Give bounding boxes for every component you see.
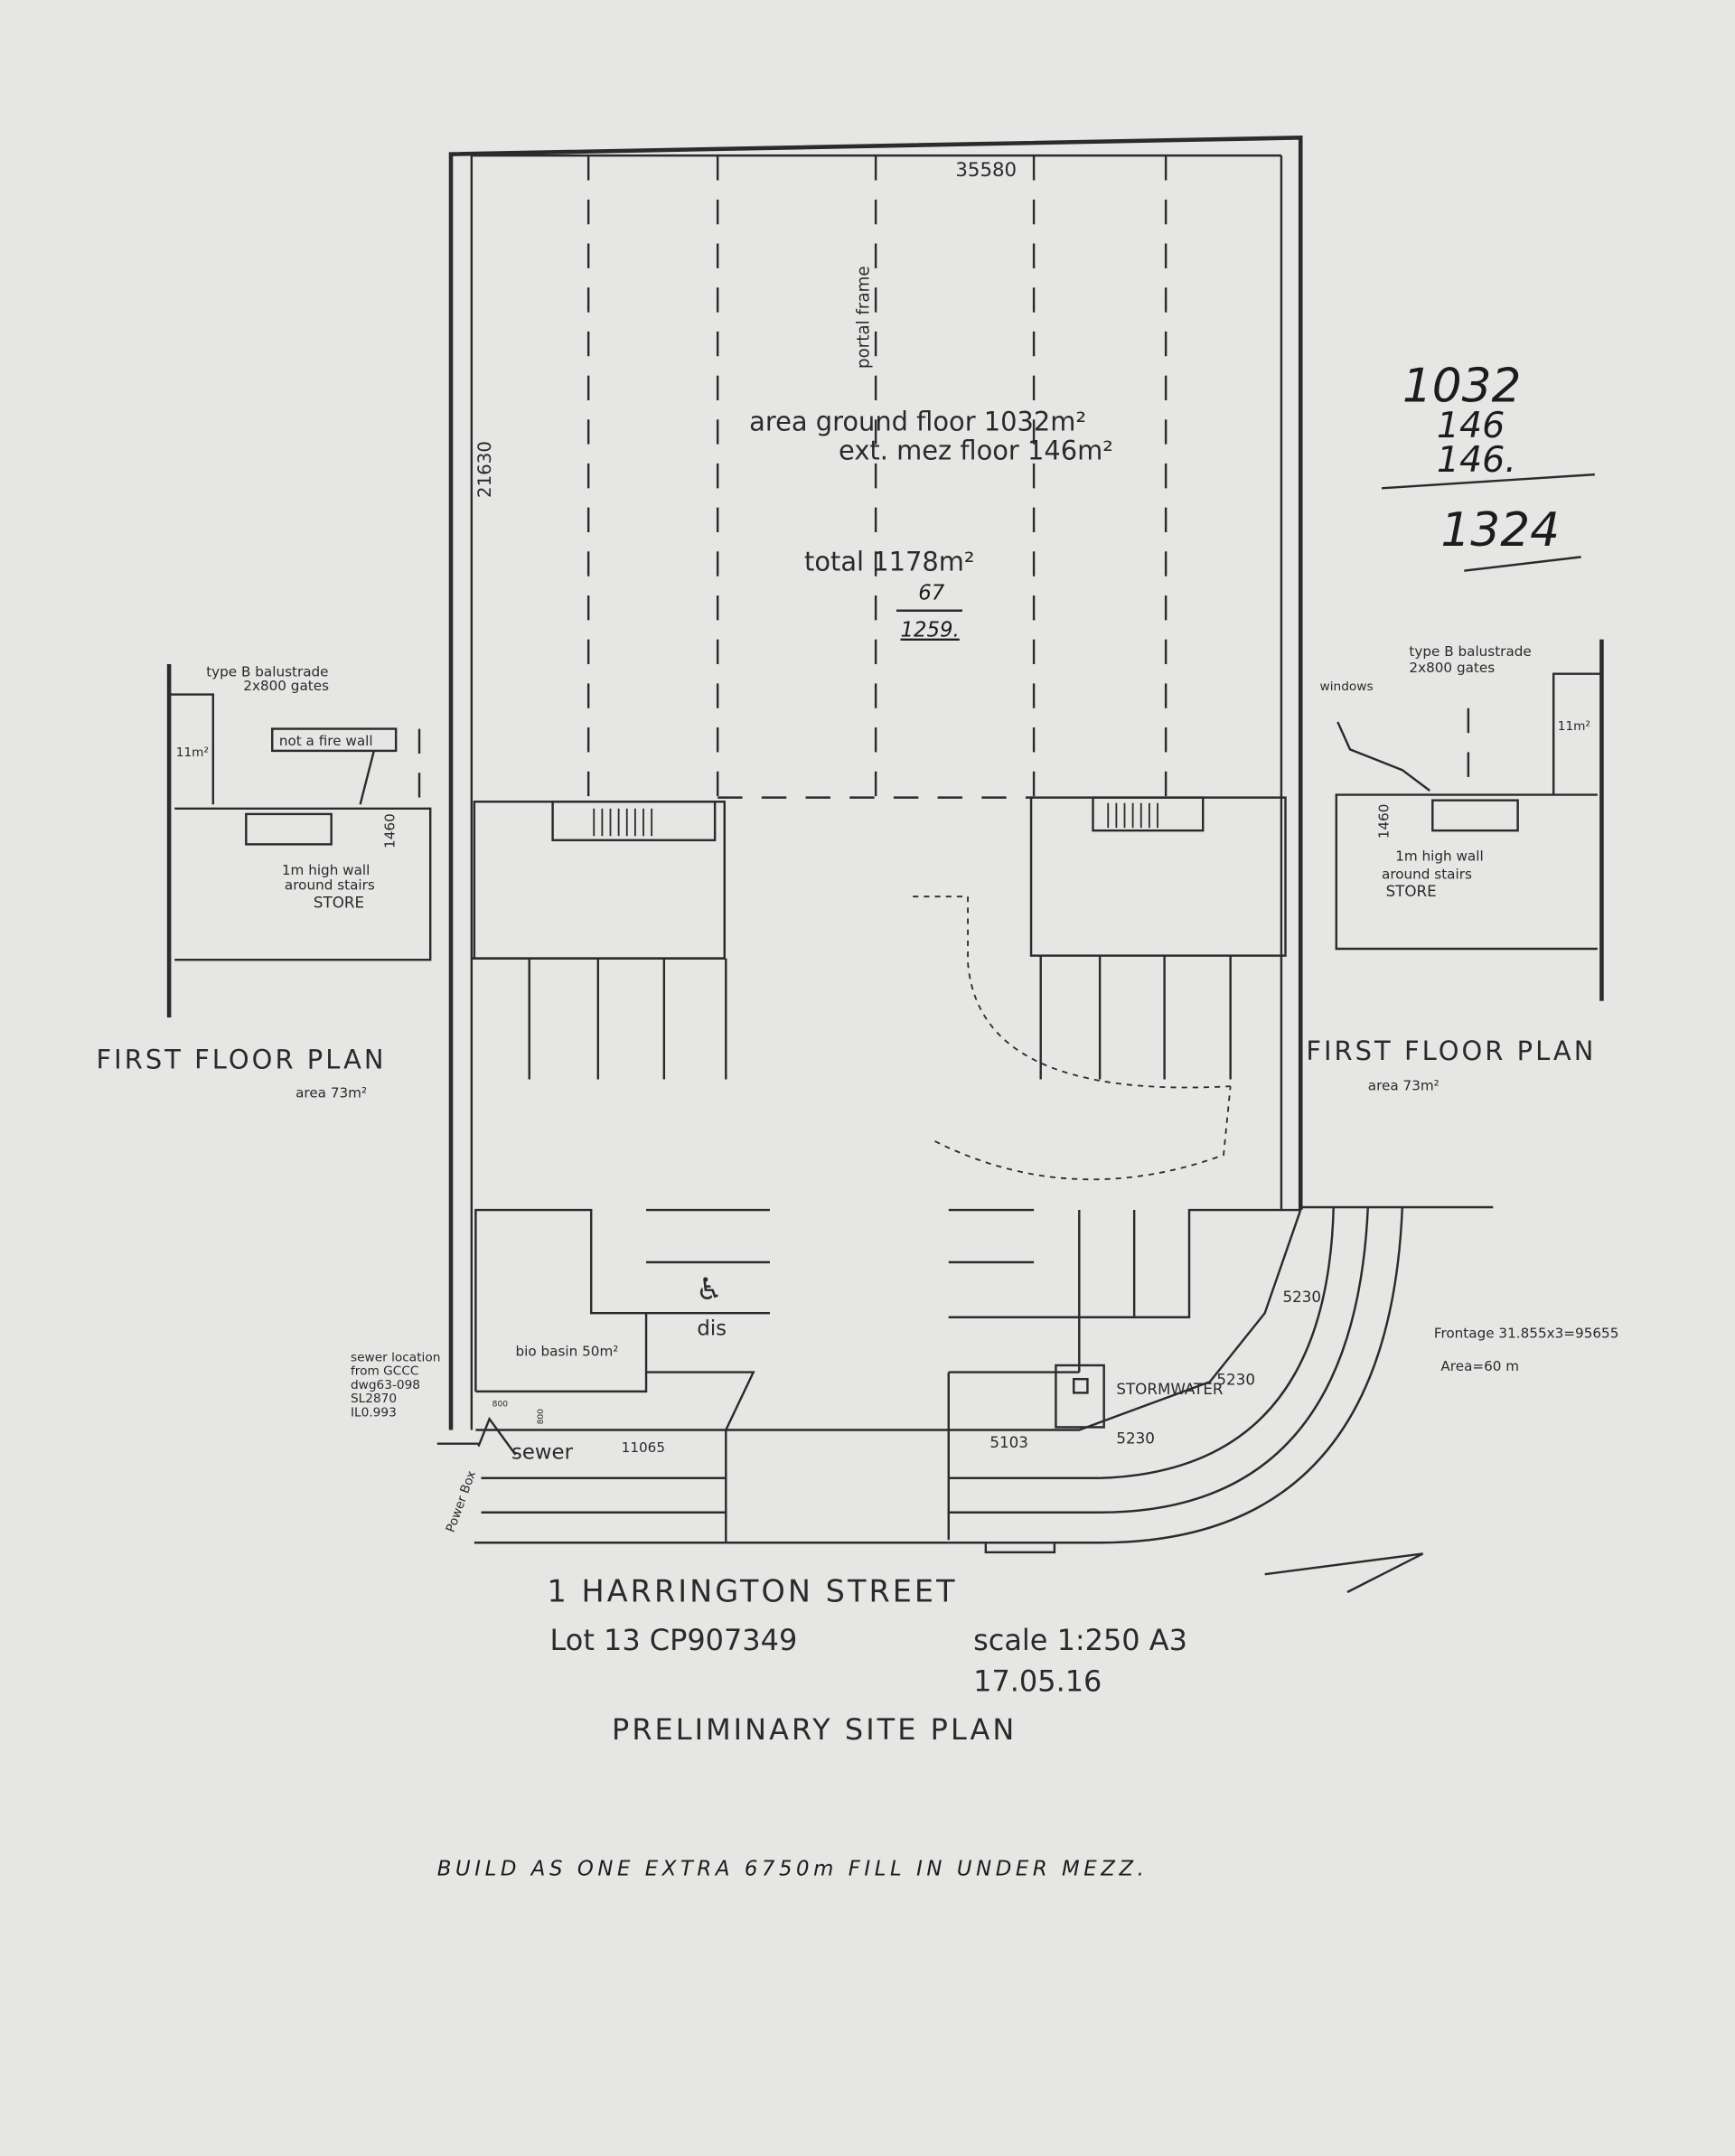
stair-dimension: 1460 bbox=[382, 813, 399, 848]
lot-number: Lot 13 CP907349 bbox=[550, 1623, 798, 1657]
dimension-label: 800 bbox=[492, 1401, 509, 1410]
sum-line: 146. bbox=[1437, 439, 1516, 481]
first-floor-area: area 73m² bbox=[1368, 1078, 1440, 1094]
stairs bbox=[593, 802, 1158, 837]
plan-title: PRELIMINARY SITE PLAN bbox=[612, 1712, 1017, 1747]
handwritten-add: 67 bbox=[918, 582, 945, 605]
car-park-lines bbox=[436, 1205, 1494, 1594]
dimension-label: 11065 bbox=[622, 1439, 665, 1456]
width-dimension: 35580 bbox=[955, 159, 1017, 182]
first-floor-plan-left: type B balustrade 2x800 gates 11m² not a… bbox=[96, 664, 432, 1101]
portal-frame-grid bbox=[586, 155, 1168, 799]
first-floor-plan-title: FIRST FLOOR PLAN bbox=[1306, 1036, 1596, 1066]
fire-wall-note: not a fire wall bbox=[279, 733, 373, 749]
balustrade-note: type B balustrade bbox=[206, 664, 328, 680]
stormwater-label: STORMWATER bbox=[1116, 1380, 1224, 1398]
stair-dimension: 1460 bbox=[1376, 804, 1393, 839]
disabled-parking-icon: ♿ bbox=[696, 1271, 723, 1307]
windows-note: windows bbox=[1320, 680, 1374, 694]
handwritten-note: BUILD AS ONE EXTRA 6750m FILL IN UNDER M… bbox=[437, 1857, 1149, 1880]
frontage-note: Frontage 31.855x3=95655 bbox=[1434, 1326, 1619, 1342]
svg-text:♿: ♿ bbox=[696, 1271, 723, 1307]
first-floor-plan-right: type B balustrade 2x800 gates windows 11… bbox=[1306, 639, 1604, 1094]
bio-basin-label: bio basin 50m² bbox=[516, 1343, 619, 1359]
gates-note: 2x800 gates bbox=[1409, 660, 1495, 676]
area-mezzanine: ext. mez floor 146m² bbox=[839, 435, 1113, 465]
sewer-label: sewer bbox=[511, 1440, 574, 1464]
disabled-label: dis bbox=[697, 1317, 727, 1341]
sum-line: 146 bbox=[1437, 405, 1505, 446]
dimension-label: 5103 bbox=[989, 1433, 1028, 1451]
handwritten-sum: 1259. bbox=[901, 619, 960, 642]
sum-line: 1032 bbox=[1402, 359, 1522, 413]
handwritten-area-sum: 1032 146 146. 1324 bbox=[1381, 359, 1595, 572]
plan-date: 17.05.16 bbox=[973, 1664, 1102, 1699]
dimension-label: 5230 bbox=[1116, 1430, 1155, 1448]
wall-note: around stairs bbox=[285, 877, 375, 894]
wall-note: 1m high wall bbox=[1395, 848, 1484, 865]
dimension-label: 5230 bbox=[1216, 1370, 1255, 1388]
street-address: 1 HARRINGTON STREET bbox=[548, 1574, 958, 1609]
sewer-note: dwg63-098 bbox=[351, 1378, 420, 1392]
sewer-note: SL2870 bbox=[351, 1392, 397, 1406]
sum-total: 1324 bbox=[1440, 503, 1560, 558]
portal-frame-label: portal frame bbox=[855, 266, 874, 369]
turning-circle bbox=[913, 895, 1232, 1181]
sewer-note: sewer location bbox=[351, 1350, 440, 1364]
first-floor-area: area 73m² bbox=[295, 1084, 367, 1101]
first-floor-plan-title: FIRST FLOOR PLAN bbox=[96, 1044, 386, 1074]
site-area-note: Area=60 m bbox=[1440, 1358, 1519, 1374]
dimension-label: 5230 bbox=[1282, 1288, 1321, 1306]
store-label: STORE bbox=[314, 893, 364, 911]
total-area: total 1178m² bbox=[804, 547, 975, 577]
wall-note: around stairs bbox=[1382, 866, 1472, 882]
gates-note: 2x800 gates bbox=[243, 678, 329, 694]
sewer-note: IL0.993 bbox=[351, 1405, 397, 1420]
sewer-note: from GCCC bbox=[351, 1364, 418, 1379]
depth-dimension: 21630 bbox=[474, 441, 495, 498]
parking-bays bbox=[528, 955, 1232, 1080]
area-ground-floor: area ground floor 1032m² bbox=[749, 406, 1086, 436]
balustrade-note: type B balustrade bbox=[1409, 643, 1531, 660]
room-area: 11m² bbox=[176, 745, 209, 760]
store-label: STORE bbox=[1386, 882, 1437, 900]
room-area: 11m² bbox=[1558, 719, 1590, 734]
wall-note: 1m high wall bbox=[282, 862, 370, 878]
dimension-label: 800 bbox=[537, 1409, 546, 1425]
scale-label: scale 1:250 A3 bbox=[973, 1623, 1187, 1657]
